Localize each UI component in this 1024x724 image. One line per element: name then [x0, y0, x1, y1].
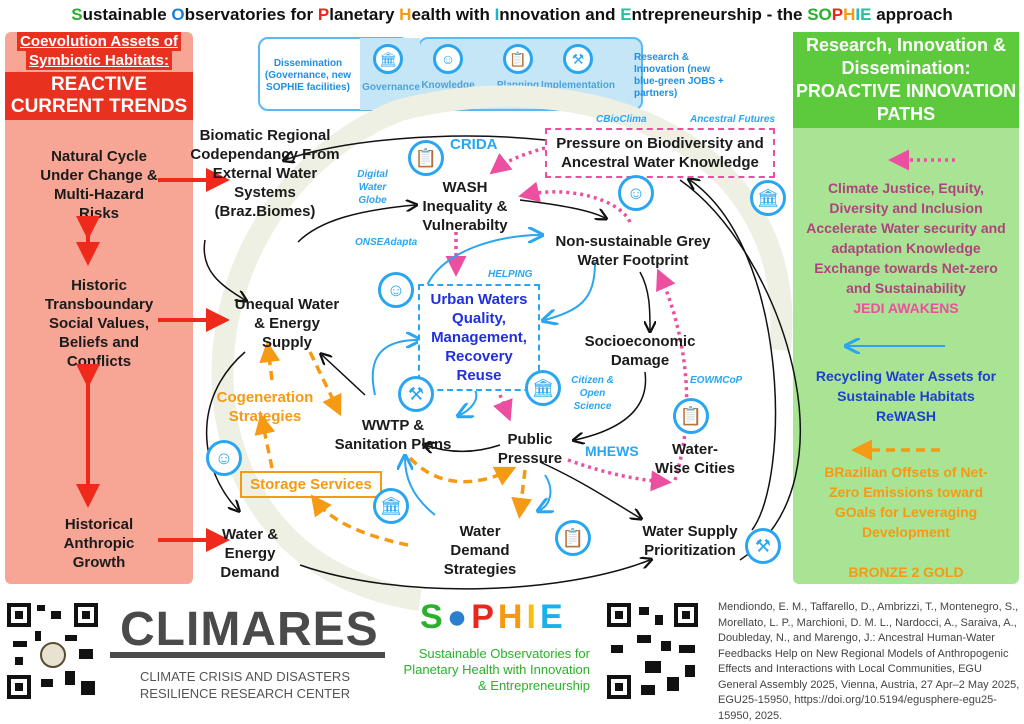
wash-node: WASH Inequality & Vulnerabilty	[422, 179, 508, 234]
crida-tag: CRIDA	[450, 136, 498, 153]
subtitle-line: RESILIENCE RESEARCH CENTER	[139, 686, 351, 701]
dissemination-text: Dissemination (Governance, new SOPHIE fa…	[264, 58, 352, 93]
bronze-text: BRazilian Offsets of Net-Zero Emissions …	[824, 464, 988, 540]
citizen-science-tag: Citizen & Open Science	[571, 375, 614, 412]
pressure-biodiversity-node: Pressure on Biodiversity and Ancestral W…	[545, 128, 775, 178]
title-part: nnovation and	[499, 5, 621, 24]
water-supply-prioritization-node: Water Supply Prioritization	[642, 523, 738, 559]
header-line: Symbiotic Habitats:	[25, 51, 173, 70]
title-part: SO	[807, 5, 832, 24]
wwtp-node: WWTP & Sanitation Plans	[334, 417, 452, 453]
title-part: bservatories for	[184, 5, 318, 24]
title-part: H	[399, 5, 412, 24]
brain-gear-icon: ☺	[206, 440, 242, 476]
subtitle-line: CLIMATE CRISIS AND DISASTERS	[140, 669, 350, 684]
storage-services-node: Storage Services	[240, 471, 382, 498]
grey-footprint-node: Non-sustainable Grey Water Footprint	[555, 233, 711, 269]
bronze-label: BRONZE 2 GOLD	[848, 564, 964, 580]
anthropic-growth-node: Historical Anthropic Growth	[63, 516, 135, 571]
qr-code-citation[interactable]	[605, 601, 700, 701]
title-part: P	[831, 5, 844, 24]
sophie-logo: S●PHIE	[420, 598, 567, 636]
ancestral-tag: Ancestral Futures	[690, 114, 776, 125]
governance-icon: 🏛	[373, 488, 409, 524]
water-wise-node: Water-Wise Cities	[655, 441, 735, 477]
onseadapta-tag: ONSEAdapta	[355, 237, 418, 248]
water-demand-strategies-node: Water Demand Strategies	[443, 523, 517, 578]
tools-icon: ⚒	[745, 528, 781, 564]
public-pressure-node: Public Pressure	[497, 431, 563, 467]
title-part: ealth with	[411, 5, 495, 24]
eowmcop-tag: EOWMCoP	[690, 375, 743, 386]
title-part: ustainable	[82, 5, 172, 24]
knowledge-icon: ☺	[433, 44, 463, 74]
rewash-text: Recycling Water Assets for Sustainable H…	[815, 368, 997, 404]
brain-gear-icon: ☺	[378, 272, 414, 308]
jedi-text: Climate Justice, Equity, Diversity and I…	[806, 180, 1006, 296]
digital-water-globe-tag: Digital Water Globe	[357, 169, 388, 206]
helping-tag: HELPING	[488, 269, 533, 280]
reactive-header: Coevolution Assets of Symbiotic Habitats…	[5, 32, 193, 120]
tools-icon: ⚒	[398, 376, 434, 412]
urban-waters-node: Urban Waters Quality, Management, Recove…	[418, 284, 540, 391]
governance-icon: 🏛	[750, 180, 786, 216]
cbioclima-tag: CBioClima	[596, 114, 647, 125]
title-part: I	[494, 5, 500, 24]
brain-gear-icon: ☺	[618, 175, 654, 211]
reactive-title: REACTIVE CURRENT TRENDS	[5, 72, 193, 120]
biomatic-node: Biomatic Regional Codependancy From Exte…	[190, 127, 340, 220]
qr-code-climares[interactable]	[5, 601, 100, 701]
jedi-label: JEDI AWAKENS	[853, 300, 959, 316]
clipboard-icon: 📋	[673, 398, 709, 434]
climares-rule	[110, 652, 385, 658]
proactive-header: Research, Innovation & Dissemination: PR…	[793, 32, 1019, 128]
title-part: approach	[871, 5, 953, 24]
historic-values-node: Historic Transboundary Social Values, Be…	[44, 277, 154, 370]
title-part: O	[171, 5, 185, 24]
research-text: Research & Innovation (new blue-green JO…	[634, 52, 724, 99]
sophie-subtitle: Sustainable Observatories for Planetary …	[403, 646, 590, 693]
cogeneration-node: Cogeneration Strategies	[216, 389, 314, 425]
title-part: S	[71, 5, 83, 24]
background-swirl	[211, 85, 793, 611]
title-part: I	[855, 5, 861, 24]
title-part: E	[860, 5, 872, 24]
citation-text: Mendiondo, E. M., Taffarello, D., Ambriz…	[718, 601, 1020, 722]
clipboard-icon: 📋	[555, 520, 591, 556]
title-part: H	[843, 5, 856, 24]
main-title: Sustainable Observatories for Planetary …	[0, 5, 1024, 25]
title-part: E	[620, 5, 632, 24]
title-part: ntrepreneurship - the	[631, 5, 808, 24]
header-line: Coevolution Assets of	[17, 32, 181, 51]
governance-icon: 🏛	[525, 370, 561, 406]
natural-cycle-node: Natural Cycle Under Change & Multi-Hazar…	[40, 148, 158, 222]
clipboard-icon: 📋	[503, 44, 533, 74]
title-part: P	[317, 5, 330, 24]
tools-icon: ⚒	[563, 44, 593, 74]
water-energy-demand-node: Water & Energy Demand	[220, 526, 280, 581]
title-part: lanetary	[329, 5, 400, 24]
climares-logo: CLIMARES	[120, 603, 379, 656]
socioeconomic-node: Socioeconomic Damage	[584, 333, 696, 369]
climares-subtitle: CLIMATE CRISIS AND DISASTERS RESILIENCE R…	[110, 668, 380, 702]
mhews-tag: MHEWS	[585, 443, 639, 459]
unequal-supply-node: Unequal Water & Energy Supply	[234, 296, 340, 351]
rewash-label: ReWASH	[876, 408, 936, 424]
governance-label: Governance	[362, 82, 420, 93]
governance-icon: 🏛	[373, 44, 403, 74]
clipboard-icon: 📋	[408, 140, 444, 176]
